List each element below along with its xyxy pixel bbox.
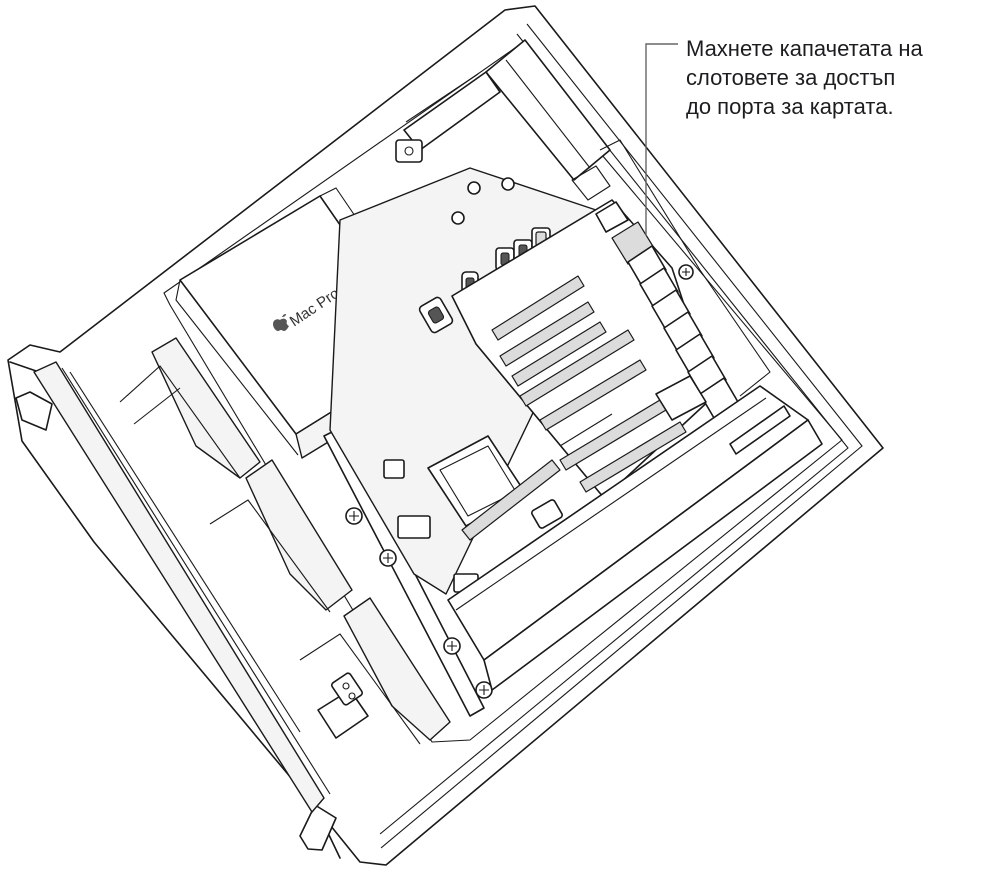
callout-line-1: Махнете капачетата на (686, 36, 923, 61)
callout-text: Махнете капачетата на слотовете за достъ… (686, 34, 996, 121)
foot-left (15, 391, 53, 431)
apple-logo-icon (273, 314, 289, 331)
fan-top (151, 337, 261, 479)
fan-middle (245, 459, 353, 611)
pcie-slots (491, 275, 687, 493)
callout-line-2: слотовете за достъп (686, 65, 896, 90)
slot-covers (595, 201, 739, 419)
callout-line-3: до порта за картата. (686, 94, 894, 119)
front-drawer (33, 361, 325, 813)
fan-bottom (343, 597, 451, 741)
